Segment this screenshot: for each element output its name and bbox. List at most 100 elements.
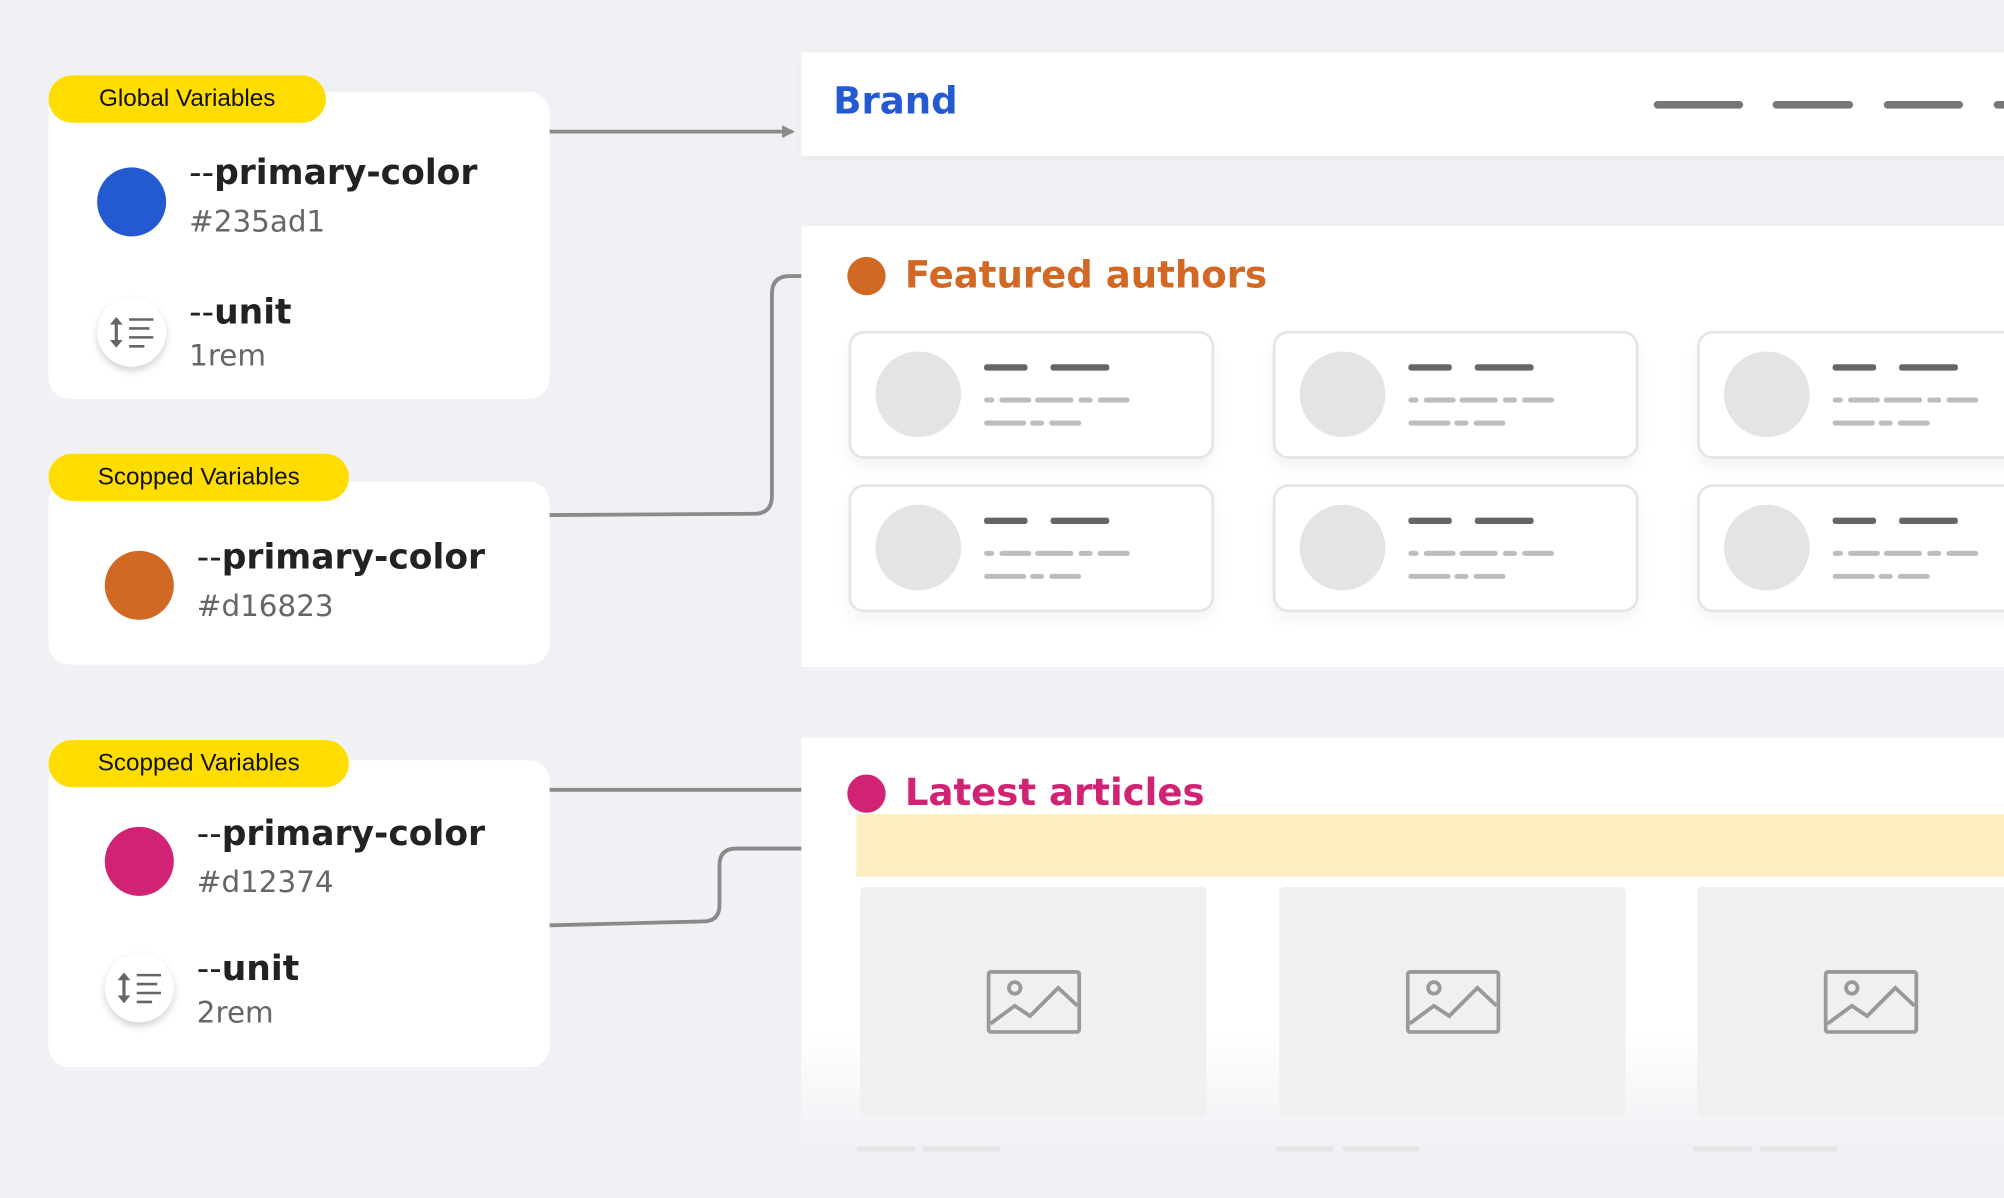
image-icon bbox=[1823, 969, 1918, 1034]
text-line-placeholder bbox=[984, 420, 1027, 426]
text-line-placeholder bbox=[1502, 550, 1517, 556]
text-line-placeholder bbox=[1341, 1146, 1420, 1152]
text-line-placeholder bbox=[1423, 550, 1456, 556]
text-line-placeholder bbox=[1423, 397, 1456, 403]
text-line-placeholder bbox=[1408, 550, 1419, 556]
article-image-placeholder[interactable] bbox=[860, 886, 1207, 1116]
var-name-unit: --unit bbox=[197, 950, 299, 990]
text-line-placeholder bbox=[1522, 397, 1555, 403]
text-line-placeholder bbox=[1474, 517, 1534, 524]
text-line-placeholder bbox=[1927, 550, 1942, 556]
text-line-placeholder bbox=[1454, 420, 1469, 426]
var-value: #d16823 bbox=[196, 590, 334, 624]
var-name: unit bbox=[214, 292, 292, 333]
text-line-placeholder bbox=[1899, 364, 1958, 371]
avatar-placeholder bbox=[1299, 351, 1386, 438]
color-swatch-orange bbox=[104, 550, 174, 620]
line-height-icon bbox=[97, 297, 167, 367]
section-dot-icon bbox=[847, 774, 886, 813]
text-line-placeholder bbox=[1897, 573, 1930, 579]
text-line-placeholder bbox=[1832, 550, 1843, 556]
article-image-placeholder[interactable] bbox=[1697, 886, 2004, 1116]
author-card[interactable] bbox=[1272, 484, 1639, 613]
var-name-primary-color: --primary-color bbox=[197, 538, 485, 578]
text-line-placeholder bbox=[1035, 550, 1074, 556]
text-line-placeholder bbox=[1049, 573, 1082, 579]
avatar-placeholder bbox=[1724, 351, 1810, 438]
text-line-placeholder bbox=[1832, 573, 1875, 579]
text-line-placeholder bbox=[1878, 573, 1893, 579]
brand-logo[interactable]: Brand bbox=[833, 79, 958, 123]
text-line-placeholder bbox=[1946, 550, 1979, 556]
text-line-placeholder bbox=[1473, 573, 1506, 579]
highlight-band bbox=[856, 814, 2004, 877]
var-prefix: -- bbox=[196, 814, 222, 854]
text-line-placeholder bbox=[1847, 550, 1880, 556]
text-line-placeholder bbox=[922, 1146, 1001, 1152]
text-line-placeholder bbox=[1946, 397, 1979, 403]
var-name: unit bbox=[221, 949, 300, 990]
text-line-placeholder bbox=[1832, 364, 1877, 371]
nav-link-placeholder[interactable] bbox=[1883, 100, 1964, 109]
text-line-placeholder bbox=[1878, 420, 1893, 426]
var-name: primary-color bbox=[214, 153, 478, 193]
text-line-placeholder bbox=[1883, 550, 1923, 556]
text-line-placeholder bbox=[1050, 364, 1110, 371]
text-line-placeholder bbox=[1454, 573, 1469, 579]
section-dot-icon bbox=[847, 256, 886, 296]
text-line-placeholder bbox=[1078, 550, 1093, 556]
scoped-variables-badge: Scopped Variables bbox=[48, 739, 349, 788]
text-line-placeholder bbox=[1408, 517, 1452, 524]
author-card[interactable] bbox=[1272, 331, 1639, 459]
author-card[interactable] bbox=[848, 331, 1215, 459]
var-name-primary-color: --primary-color bbox=[189, 153, 477, 193]
author-card[interactable] bbox=[1697, 331, 2004, 459]
text-line-placeholder bbox=[1897, 420, 1930, 426]
var-name: primary-color bbox=[221, 814, 486, 854]
text-line-placeholder bbox=[984, 550, 995, 556]
text-line-placeholder bbox=[1408, 364, 1452, 371]
text-line-placeholder bbox=[1408, 573, 1451, 579]
text-line-placeholder bbox=[1832, 397, 1843, 403]
text-line-placeholder bbox=[1030, 420, 1045, 426]
var-value: 2rem bbox=[196, 996, 274, 1031]
text-line-placeholder bbox=[1502, 397, 1517, 403]
arrow-unit-to-articles-band bbox=[549, 842, 849, 928]
nav-link-placeholder[interactable] bbox=[1772, 100, 1854, 109]
scoped-variables-card-articles bbox=[48, 760, 550, 1068]
text-line-placeholder bbox=[1459, 550, 1498, 556]
text-line-placeholder bbox=[984, 573, 1027, 579]
avatar-placeholder bbox=[875, 351, 962, 438]
text-line-placeholder bbox=[1275, 1146, 1335, 1152]
var-prefix: -- bbox=[189, 153, 215, 193]
avatar-placeholder bbox=[1299, 504, 1386, 591]
nav-link-placeholder[interactable] bbox=[1653, 100, 1744, 109]
text-line-placeholder bbox=[1693, 1146, 1753, 1152]
var-prefix: -- bbox=[196, 949, 222, 990]
text-line-placeholder bbox=[984, 397, 995, 403]
var-value: 1rem bbox=[189, 339, 267, 374]
text-line-placeholder bbox=[1097, 397, 1130, 403]
nav-link-placeholder[interactable] bbox=[1993, 100, 2004, 109]
avatar-placeholder bbox=[1724, 504, 1810, 591]
text-line-placeholder bbox=[984, 517, 1028, 524]
text-line-placeholder bbox=[1832, 420, 1875, 426]
text-line-placeholder bbox=[1522, 550, 1555, 556]
author-card[interactable] bbox=[848, 484, 1215, 613]
text-line-placeholder bbox=[1049, 420, 1082, 426]
text-line-placeholder bbox=[1078, 397, 1093, 403]
featured-authors-title: Featured authors bbox=[904, 253, 1268, 297]
scoped-variables-badge: Scopped Variables bbox=[48, 453, 349, 501]
article-image-placeholder[interactable] bbox=[1279, 886, 1626, 1116]
text-line-placeholder bbox=[1832, 517, 1877, 524]
text-line-placeholder bbox=[984, 364, 1028, 371]
author-card[interactable] bbox=[1697, 484, 2004, 613]
text-line-placeholder bbox=[856, 1146, 916, 1152]
text-line-placeholder bbox=[1759, 1146, 1838, 1152]
text-line-placeholder bbox=[1030, 573, 1045, 579]
var-name-primary-color: --primary-color bbox=[197, 814, 485, 854]
text-line-placeholder bbox=[1408, 420, 1451, 426]
text-line-placeholder bbox=[1847, 397, 1880, 403]
text-line-placeholder bbox=[1408, 397, 1419, 403]
